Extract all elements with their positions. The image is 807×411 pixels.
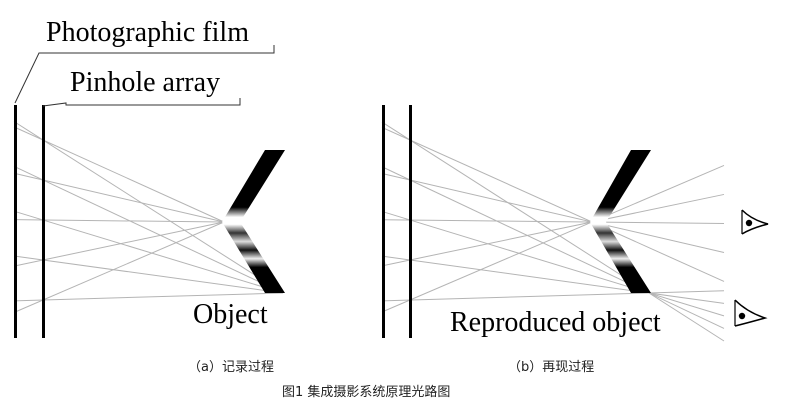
ray-line	[13, 165, 284, 294]
ray-line	[381, 126, 725, 282]
ray-line	[381, 255, 725, 304]
ray-line	[381, 193, 725, 267]
ray-line	[13, 255, 284, 294]
film-label: Photographic film	[46, 17, 249, 48]
ray-line	[381, 173, 725, 253]
caption-reproduction: （b）再现过程	[508, 360, 595, 375]
ray-line	[13, 172, 225, 223]
ray-line	[13, 292, 284, 302]
photographic-film-plate	[14, 105, 17, 338]
ray-line	[381, 290, 725, 302]
pinhole-leader-line	[42, 98, 241, 107]
ray-line	[13, 221, 225, 267]
object-label: Object	[193, 299, 268, 330]
eye-icon	[734, 299, 768, 327]
ray-line	[13, 210, 284, 294]
pinhole-label: Pinhole array	[70, 67, 220, 98]
panel-recording: Photographic film Pinhole array Object	[13, 17, 285, 338]
light-rays-recording	[13, 121, 284, 313]
ray-line	[381, 210, 725, 317]
reproduced-object-label: Reproduced object	[450, 307, 661, 338]
figure-caption: 图1 集成摄影系统原理光路图	[282, 385, 451, 400]
photographic-film-plate	[382, 105, 385, 338]
object-shape	[222, 150, 285, 293]
ray-line	[13, 221, 225, 313]
ray-line	[13, 219, 225, 223]
ray-line	[381, 164, 725, 313]
film-leader-line	[14, 45, 275, 104]
reproduced-object-shape	[590, 150, 651, 293]
pinhole-array-plate	[409, 105, 412, 338]
caption-recording: （a）记录过程	[188, 360, 274, 375]
ray-line	[13, 121, 284, 294]
panel-reproduction: Reproduced object	[381, 105, 769, 342]
ray-line	[13, 126, 225, 223]
pinhole-array-plate	[42, 105, 45, 338]
ray-line	[381, 121, 725, 342]
eye-icon	[741, 209, 769, 235]
ray-line	[381, 219, 725, 224]
ray-line	[381, 166, 725, 329]
light-rays-reproduction	[381, 121, 725, 342]
